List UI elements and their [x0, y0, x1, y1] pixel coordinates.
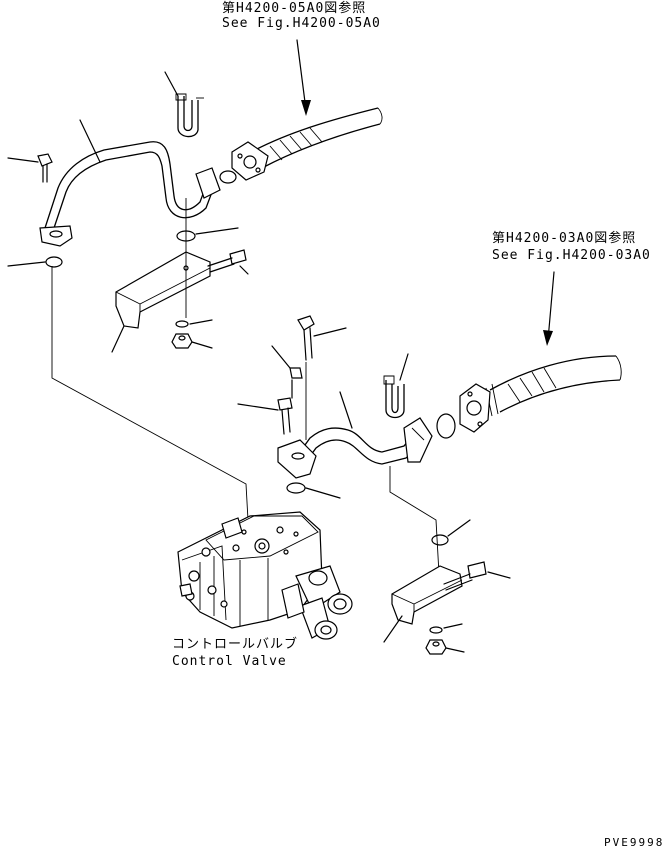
- hose-top: [254, 107, 383, 169]
- reference-right-ja: 第H4200-03A0図参照: [492, 231, 637, 246]
- elbow-tube-right: [299, 427, 419, 465]
- leader-bolt-bracket-top: [239, 265, 249, 275]
- control-valve-label-ja: コントロールバルブ: [172, 637, 299, 652]
- reference-right-leader: [547, 271, 555, 341]
- control-valve: [177, 511, 353, 640]
- drawing-code: PVE9998: [604, 836, 665, 849]
- reference-top-ja: 第H4200-05A0図参照: [222, 1, 367, 16]
- reference-right-arrow: [543, 330, 553, 346]
- leader-bracket-top-left: [111, 325, 125, 353]
- leader-washer-top: [189, 319, 213, 325]
- leader-u-tube-right: [399, 353, 409, 381]
- leader-bracket-right: [383, 615, 403, 643]
- o-ring-right: [436, 413, 456, 439]
- leader-to-bracket-right: [389, 466, 441, 593]
- reference-top-en: See Fig.H4200-05A0: [222, 16, 381, 31]
- flange-top: [231, 141, 269, 181]
- bolt-right-1: [297, 315, 315, 361]
- tube-base-flange-right: [277, 439, 317, 479]
- reference-top-arrow: [301, 100, 311, 116]
- leader-bolt-right-3: [237, 403, 279, 411]
- bracket-right: [391, 565, 463, 625]
- leader-bolt-bracket-right: [487, 571, 511, 579]
- tube-base-flange-top: [39, 225, 73, 247]
- washer-top: [175, 320, 189, 328]
- leader-washer-right: [443, 623, 463, 629]
- nut-top: [171, 333, 193, 349]
- leader-gasket-mid-top: [195, 227, 239, 235]
- leader-gasket-right: [305, 487, 341, 499]
- o-ring-top: [219, 170, 237, 184]
- gasket-right: [286, 482, 306, 494]
- nut-right: [425, 639, 447, 655]
- reference-top-leader: [296, 39, 307, 111]
- bolt-right-3: [277, 397, 293, 435]
- square-flange-top: [195, 167, 221, 199]
- flange-right: [459, 383, 491, 433]
- gasket-top-left: [45, 256, 63, 268]
- leader-bolt-top-left: [7, 157, 39, 163]
- square-flange-right: [403, 417, 433, 463]
- leader-elbow-tube-right: [339, 391, 353, 429]
- leader-gasket-top-left: [7, 261, 46, 267]
- leader-bolt-right-1: [313, 327, 347, 337]
- leader-elbow-tube-top: [79, 119, 101, 163]
- bolt-top-left: [37, 153, 53, 183]
- elbow-tube-top: [44, 141, 213, 229]
- washer-right: [429, 626, 443, 634]
- leader-nut-top: [191, 341, 213, 349]
- leader-gasket-to-valve: [51, 266, 249, 521]
- bolt-bracket-right: [443, 561, 487, 591]
- leader-bolt-right-2: [271, 345, 291, 369]
- u-tube-top: [175, 93, 204, 138]
- control-valve-label-en: Control Valve: [172, 654, 287, 669]
- gasket-bracket-right: [431, 534, 449, 546]
- leader-u-tube-top: [164, 71, 179, 97]
- bolt-bracket-top: [207, 249, 247, 273]
- u-tube-right: [383, 375, 405, 419]
- reference-right-en: See Fig.H4200-03A0: [492, 248, 651, 263]
- leader-nut-right: [445, 647, 465, 653]
- leader-gasket-bracket-right: [447, 519, 471, 537]
- square-flange-right-detail: [411, 427, 425, 441]
- bracket-top-left: [115, 251, 211, 329]
- bolt-right-2: [289, 367, 303, 399]
- hose-right: [485, 355, 622, 417]
